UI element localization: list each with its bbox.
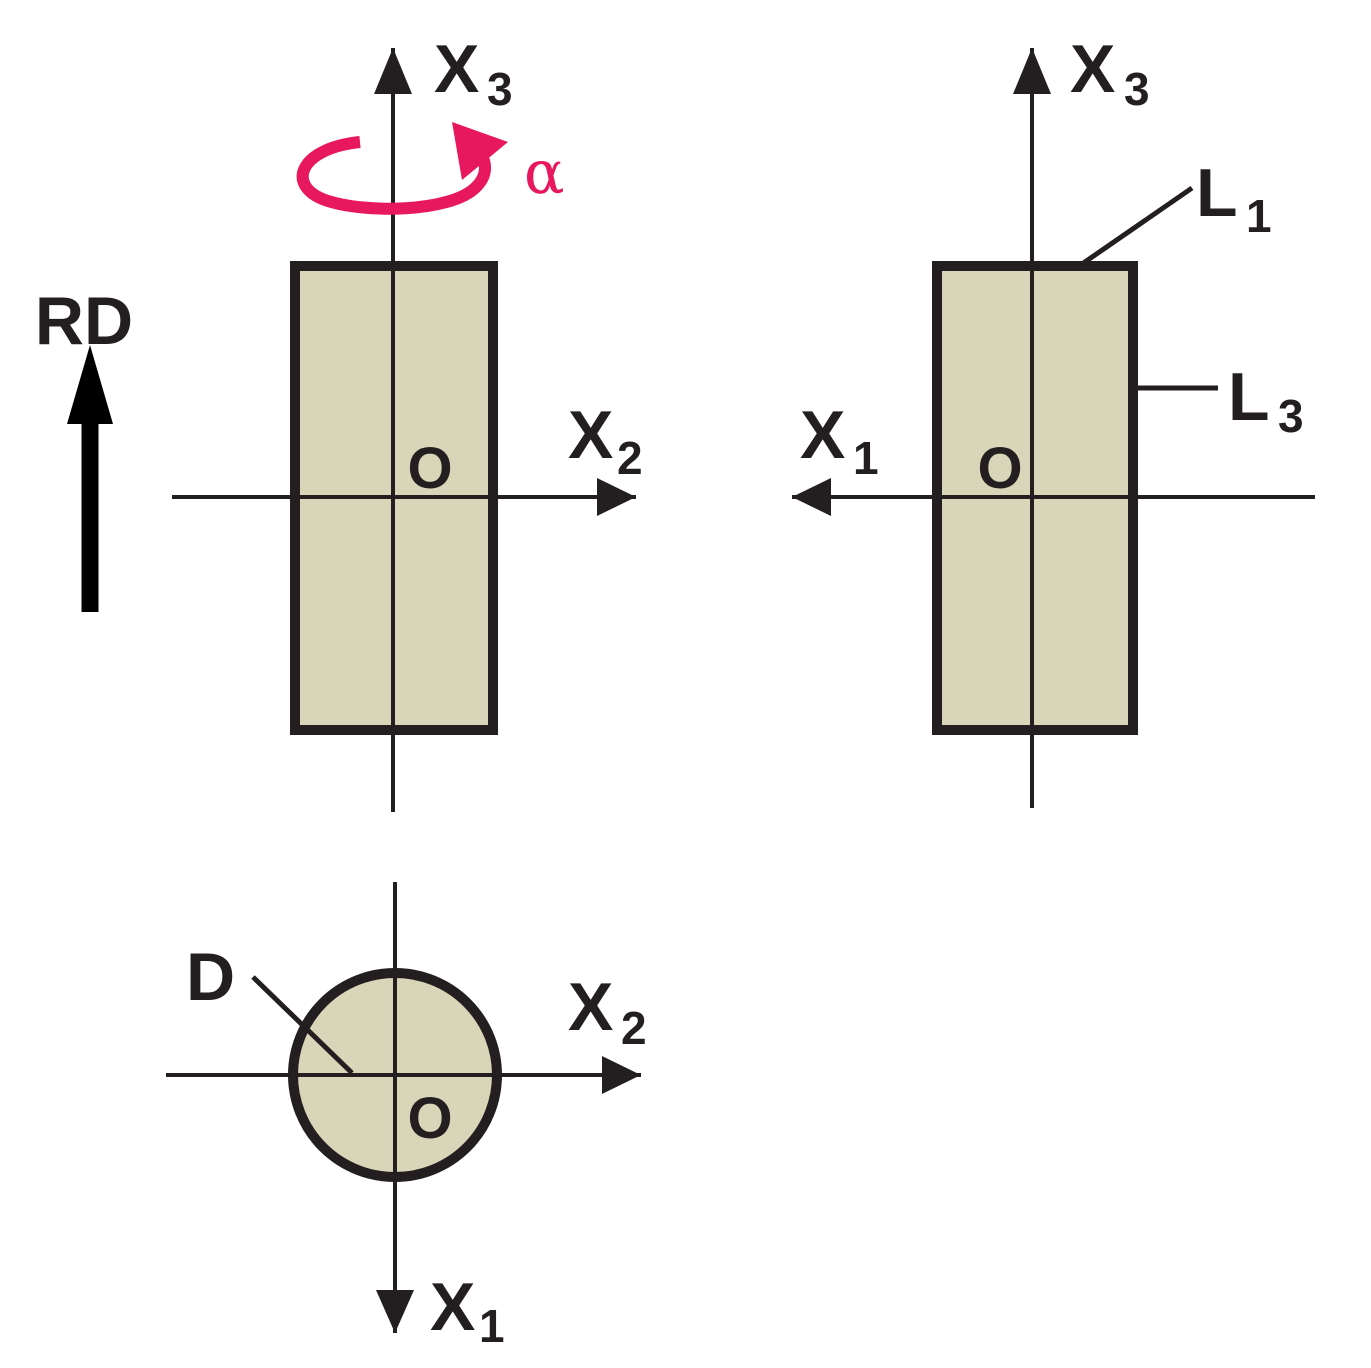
arrowhead-x2-bottom bbox=[602, 1056, 641, 1094]
label-origin-side: O bbox=[977, 436, 1022, 501]
label-x1-side-sub: 1 bbox=[853, 432, 879, 484]
rd-label: RD bbox=[35, 283, 133, 359]
label-x2-bottom-letter: X bbox=[568, 969, 613, 1045]
label-x3-front-letter: X bbox=[434, 31, 479, 107]
label-l1-sub: 1 bbox=[1246, 190, 1272, 242]
label-x1-bottom-letter: X bbox=[430, 1269, 475, 1345]
arrowhead-x2-front bbox=[597, 478, 636, 516]
label-x1-side-letter: X bbox=[800, 397, 845, 473]
label-d: D bbox=[186, 939, 235, 1015]
label-x1-bottom-sub: 1 bbox=[479, 1300, 505, 1352]
arrowhead-x3-side bbox=[1013, 48, 1051, 94]
arrowhead-x3-front bbox=[374, 48, 412, 94]
rotation-alpha-arrow bbox=[296, 122, 508, 215]
label-x2-front-letter: X bbox=[568, 397, 613, 473]
label-x3-front-sub: 3 bbox=[487, 63, 513, 115]
rd-arrow bbox=[67, 345, 113, 612]
label-x3-side-letter: X bbox=[1070, 31, 1115, 107]
label-origin-bottom: O bbox=[407, 1086, 452, 1151]
label-x2-front-sub: 2 bbox=[617, 432, 643, 484]
label-l3-sub: 3 bbox=[1278, 390, 1304, 442]
label-origin-front: O bbox=[407, 436, 452, 501]
leader-l1 bbox=[1080, 185, 1194, 267]
cross-section-view bbox=[166, 882, 641, 1333]
label-l3-letter: L bbox=[1228, 359, 1270, 435]
label-alpha: α bbox=[524, 138, 565, 208]
label-x2-bottom-sub: 2 bbox=[621, 1002, 647, 1054]
side-view bbox=[792, 48, 1315, 808]
arrowhead-x1-side bbox=[792, 478, 831, 516]
arrowhead-x1-bottom bbox=[376, 1290, 414, 1333]
label-l1-letter: L bbox=[1196, 155, 1238, 231]
front-view bbox=[172, 48, 636, 812]
label-x3-side-sub: 3 bbox=[1124, 63, 1150, 115]
leader-d bbox=[251, 975, 354, 1075]
